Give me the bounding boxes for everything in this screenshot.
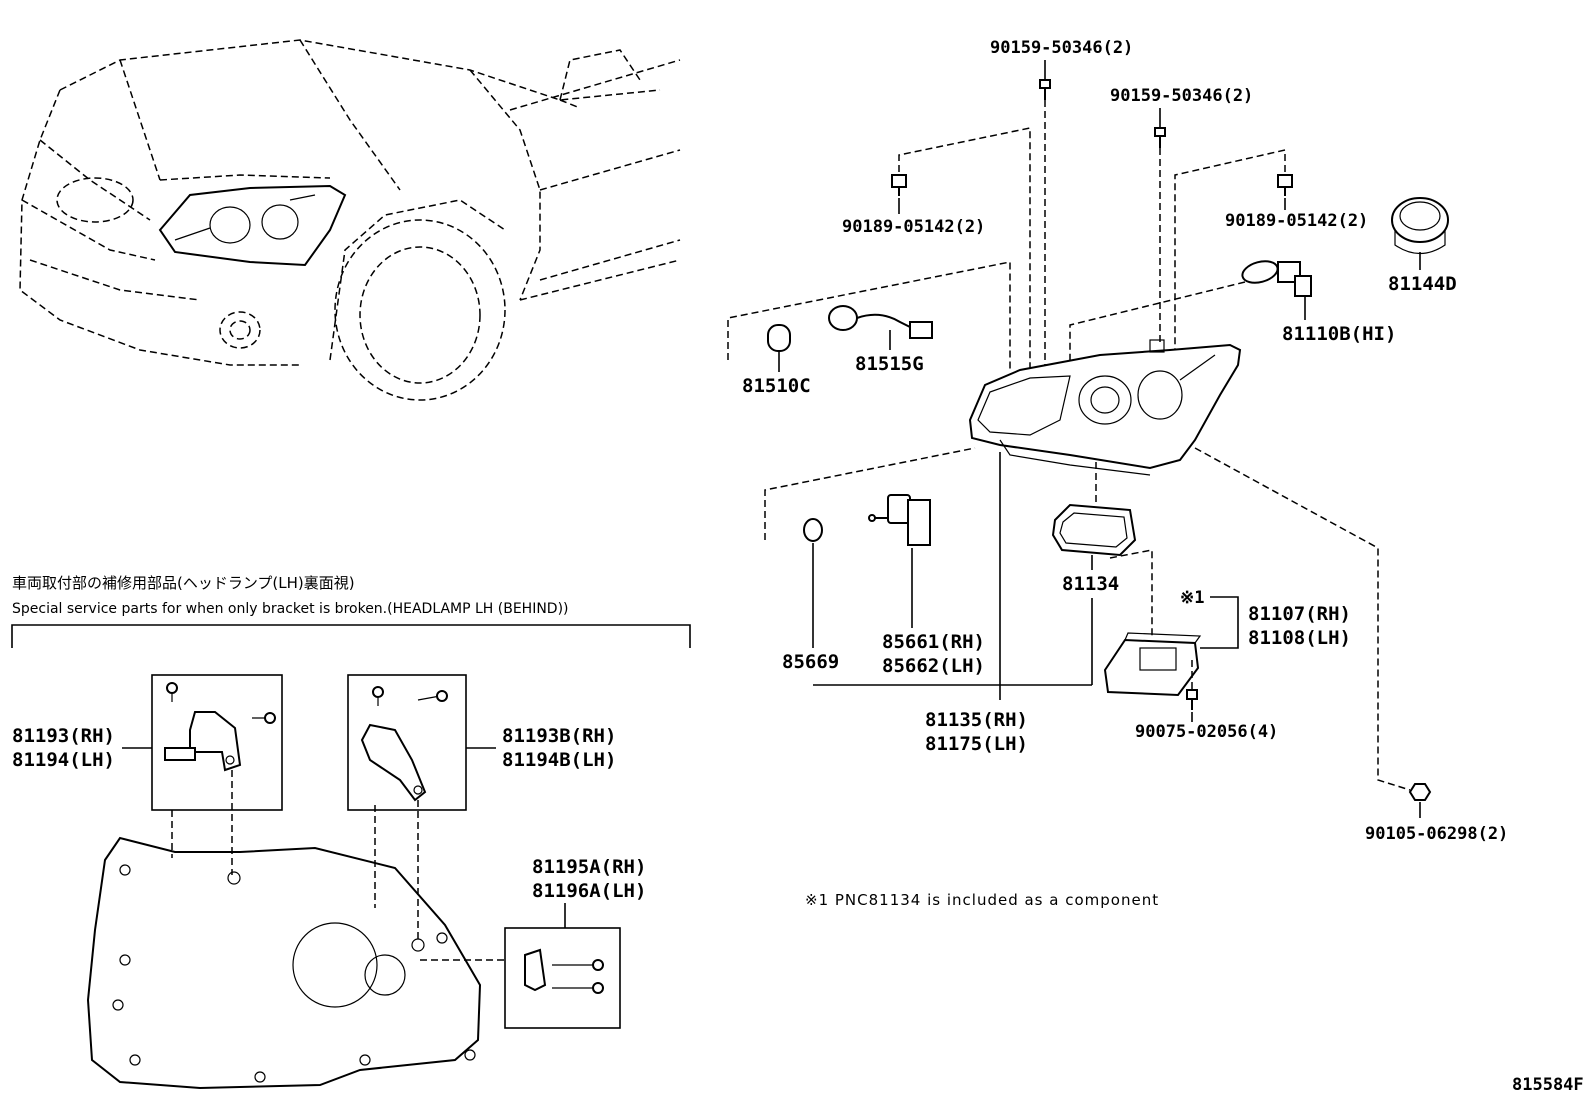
label-81193B: 81193B(RH)	[502, 725, 616, 747]
nut-90105-part	[1408, 783, 1432, 801]
component-note: ※1 PNC81134 is included as a component	[805, 891, 1159, 909]
headlamp-back-plate	[86, 836, 482, 1090]
bulb-81110B-part	[1241, 260, 1312, 297]
vehicle-front-sketch	[19, 39, 681, 401]
label-90159-left: 90159-50346(2)	[990, 38, 1133, 58]
label-90105: 90105-06298(2)	[1365, 824, 1508, 844]
label-81144D: 81144D	[1388, 273, 1457, 295]
label-85661: 85661(RH)	[882, 631, 985, 653]
label-81175: 81175(LH)	[925, 733, 1028, 755]
screw-90189-right	[1277, 174, 1293, 196]
label-90159-right: 90159-50346(2)	[1110, 86, 1253, 106]
bracket-box-81193	[151, 674, 283, 811]
label-81195A: 81195A(RH)	[532, 856, 646, 878]
gasket-81134-part	[1051, 503, 1137, 557]
label-81510C: 81510C	[742, 375, 811, 397]
label-81194B: 81194B(LH)	[502, 749, 616, 771]
label-90075: 90075-02056(4)	[1135, 722, 1278, 742]
bracket-box-81193B	[347, 674, 467, 811]
oring-85669-part	[803, 518, 823, 542]
socket-81515G-part	[828, 305, 933, 339]
label-90189-left: 90189-05142(2)	[842, 217, 985, 237]
label-90189-right: 90189-05142(2)	[1225, 211, 1368, 231]
bracket-81195A-part	[524, 948, 604, 994]
label-81134: 81134	[1062, 573, 1119, 595]
label-81196A: 81196A(LH)	[532, 880, 646, 902]
ballast-81107-part	[1103, 632, 1202, 697]
label-81193: 81193(RH)	[12, 725, 115, 747]
actuator-85661-part	[868, 494, 931, 546]
headlamp-assembly-part	[968, 339, 1242, 476]
screw-90189-left	[891, 174, 907, 196]
special-title-en: Special service parts for when only brac…	[12, 601, 569, 617]
label-81515G: 81515G	[855, 353, 924, 375]
special-title-jp: 車両取付部の補修用部品(ヘッドランプ(LH)裏面視)	[12, 574, 355, 592]
label-81110B: 81110B(HI)	[1282, 323, 1396, 345]
label-81194: 81194(LH)	[12, 749, 115, 771]
bolt-90159-left	[1039, 79, 1051, 100]
cap-81144D-part	[1391, 197, 1449, 255]
label-85662: 85662(LH)	[882, 655, 985, 677]
screw-90075-part	[1186, 689, 1198, 710]
label-mark1: ※1	[1180, 588, 1204, 608]
section-bracket-line	[11, 624, 691, 648]
label-85669: 85669	[782, 651, 839, 673]
headlamp-exploded-view: 90159-50346(2) 90159-50346(2) 90189-0514…	[727, 38, 1508, 909]
label-81108: 81108(LH)	[1248, 627, 1351, 649]
bolt-90159-right	[1154, 127, 1166, 148]
bulb-81510C-part	[767, 324, 791, 352]
bracket-box-81195A	[504, 927, 621, 1029]
bracket-81193-part	[164, 682, 276, 772]
bracket-81193B-part	[360, 686, 448, 802]
figure-code: 815584F	[1512, 1075, 1584, 1095]
special-service-parts-section: 車両取付部の補修用部品(ヘッドランプ(LH)裏面視) Special servi…	[11, 574, 691, 1090]
label-81107: 81107(RH)	[1248, 603, 1351, 625]
label-81135: 81135(RH)	[925, 709, 1028, 731]
